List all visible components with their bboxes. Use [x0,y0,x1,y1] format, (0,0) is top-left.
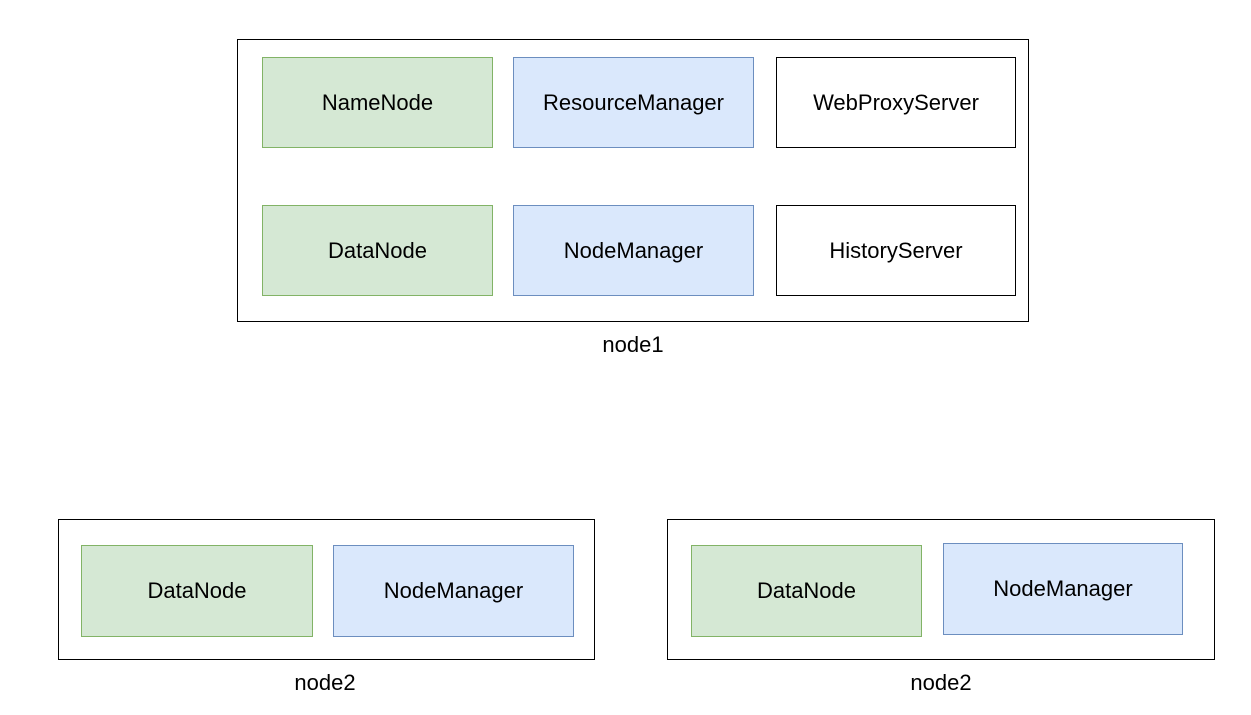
node2-right-datanode-box: DataNode [691,545,922,637]
node2-left-nodemanager-box: NodeManager [333,545,574,637]
node1-label: node1 [602,332,664,357]
node1-historyserver-box: HistoryServer [776,205,1016,296]
node2-left-label: node2 [294,670,356,695]
node1-datanode-box: DataNode [262,205,493,296]
node1-nodemanager-box: NodeManager [513,205,754,296]
node2-right-label: node2 [910,670,972,695]
node1-namenode-box: NameNode [262,57,493,148]
node2-right-nodemanager-box: NodeManager [943,543,1183,635]
node1-resourcemanager-box: ResourceManager [513,57,754,148]
node1-webproxyserver-box: WebProxyServer [776,57,1016,148]
node2-left-datanode-box: DataNode [81,545,313,637]
